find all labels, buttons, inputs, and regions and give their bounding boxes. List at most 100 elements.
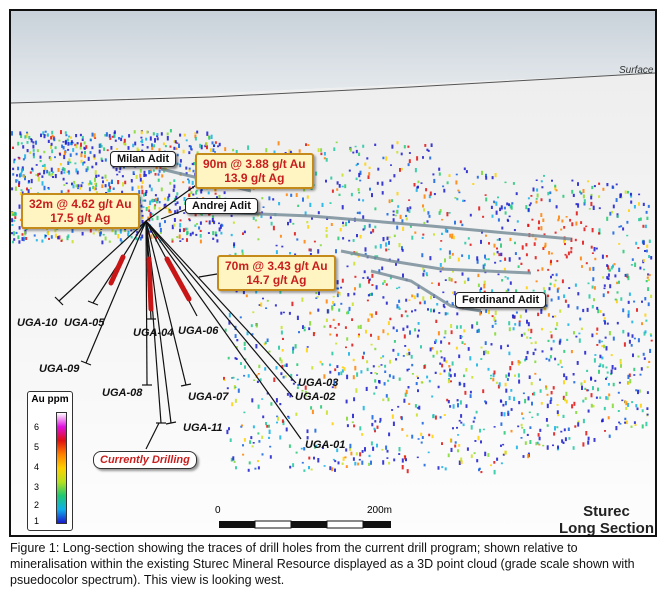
cloud-point bbox=[504, 382, 507, 387]
cloud-point bbox=[277, 141, 280, 146]
cloud-point bbox=[24, 154, 27, 159]
cloud-point bbox=[514, 374, 516, 377]
cloud-point bbox=[231, 402, 234, 407]
cloud-point bbox=[543, 289, 546, 294]
cloud-point bbox=[169, 129, 172, 133]
cloud-point bbox=[110, 146, 113, 150]
cloud-point bbox=[258, 364, 261, 369]
cloud-point bbox=[510, 429, 513, 433]
cloud-point bbox=[567, 251, 570, 256]
cloud-point bbox=[206, 131, 209, 136]
cloud-point bbox=[614, 367, 617, 370]
cloud-point bbox=[627, 314, 630, 318]
cloud-point bbox=[378, 380, 381, 384]
cloud-point bbox=[237, 388, 240, 393]
cloud-point bbox=[423, 269, 426, 273]
cloud-point bbox=[138, 197, 141, 201]
cloud-point bbox=[424, 144, 427, 147]
cloud-point bbox=[230, 233, 233, 237]
cloud-point bbox=[264, 367, 267, 371]
cloud-point bbox=[60, 240, 63, 242]
cloud-point bbox=[420, 345, 422, 349]
cloud-point bbox=[629, 379, 632, 384]
cloud-point bbox=[188, 179, 191, 184]
cloud-point bbox=[406, 207, 409, 212]
cloud-point bbox=[298, 149, 301, 153]
cloud-point bbox=[452, 291, 455, 294]
cloud-point bbox=[579, 317, 582, 321]
cloud-point bbox=[391, 414, 394, 419]
cloud-point bbox=[570, 250, 573, 254]
cloud-point bbox=[630, 200, 633, 204]
cloud-point bbox=[397, 405, 400, 408]
cloud-point bbox=[548, 251, 551, 255]
cloud-point bbox=[293, 232, 296, 236]
cloud-point bbox=[392, 421, 395, 426]
cloud-point bbox=[608, 331, 611, 336]
cloud-point bbox=[565, 255, 568, 259]
cloud-point bbox=[495, 210, 498, 215]
cloud-point bbox=[381, 181, 384, 186]
cloud-point bbox=[503, 206, 506, 210]
cloud-point bbox=[12, 231, 15, 236]
cloud-point bbox=[352, 375, 355, 380]
cloud-point bbox=[189, 232, 192, 237]
cloud-point bbox=[138, 190, 141, 195]
cloud-point bbox=[199, 239, 202, 244]
cloud-point bbox=[157, 173, 160, 176]
cloud-point bbox=[550, 259, 552, 264]
cloud-point bbox=[317, 211, 320, 215]
cloud-point bbox=[536, 193, 539, 198]
cloud-point bbox=[379, 244, 382, 249]
cloud-point bbox=[336, 293, 339, 298]
cloud-point bbox=[611, 403, 614, 409]
cloud-point bbox=[631, 334, 634, 338]
cloud-point bbox=[382, 329, 385, 334]
cloud-point bbox=[296, 374, 299, 376]
cloud-point bbox=[395, 210, 398, 214]
cloud-point bbox=[476, 363, 478, 367]
cloud-point bbox=[460, 457, 463, 462]
cloud-point bbox=[556, 404, 559, 406]
cloud-point bbox=[354, 365, 357, 371]
cloud-point bbox=[646, 216, 649, 220]
callout-32m-au: 32m @ 4.62 g/t Au bbox=[29, 197, 132, 211]
cloud-point bbox=[12, 167, 15, 171]
cloud-point bbox=[217, 145, 220, 148]
cloud-point bbox=[164, 197, 166, 201]
surface-label: Surface bbox=[619, 65, 654, 76]
cloud-point bbox=[305, 348, 308, 353]
cloud-point bbox=[497, 218, 500, 222]
cloud-point bbox=[476, 256, 479, 261]
cloud-point bbox=[373, 427, 376, 431]
cloud-point bbox=[643, 357, 646, 360]
cloud-point bbox=[480, 471, 483, 474]
cloud-point bbox=[628, 373, 631, 378]
cloud-point bbox=[182, 181, 185, 184]
cloud-point bbox=[416, 407, 419, 409]
cloud-point bbox=[561, 439, 564, 443]
cloud-point bbox=[200, 144, 203, 150]
cloud-point bbox=[376, 425, 379, 429]
cap-uga-07 bbox=[180, 383, 192, 387]
cloud-point bbox=[307, 144, 310, 146]
cloud-point bbox=[311, 409, 314, 415]
cloud-point bbox=[608, 393, 611, 397]
cloud-point bbox=[141, 180, 144, 184]
cloud-point bbox=[411, 310, 413, 313]
cloud-point bbox=[403, 145, 406, 149]
cloud-point bbox=[549, 261, 552, 266]
cloud-point bbox=[268, 424, 270, 428]
cloud-point bbox=[511, 202, 514, 205]
cloud-point bbox=[226, 387, 229, 390]
cloud-point bbox=[151, 143, 153, 147]
cloud-point bbox=[386, 236, 389, 241]
cloud-point bbox=[470, 454, 473, 458]
cloud-point bbox=[292, 222, 295, 225]
cloud-point bbox=[265, 307, 268, 309]
cloud-point bbox=[643, 331, 646, 336]
cloud-point bbox=[529, 440, 532, 444]
cloud-point bbox=[80, 184, 83, 188]
cloud-point bbox=[396, 225, 399, 230]
cloud-point bbox=[448, 372, 451, 377]
